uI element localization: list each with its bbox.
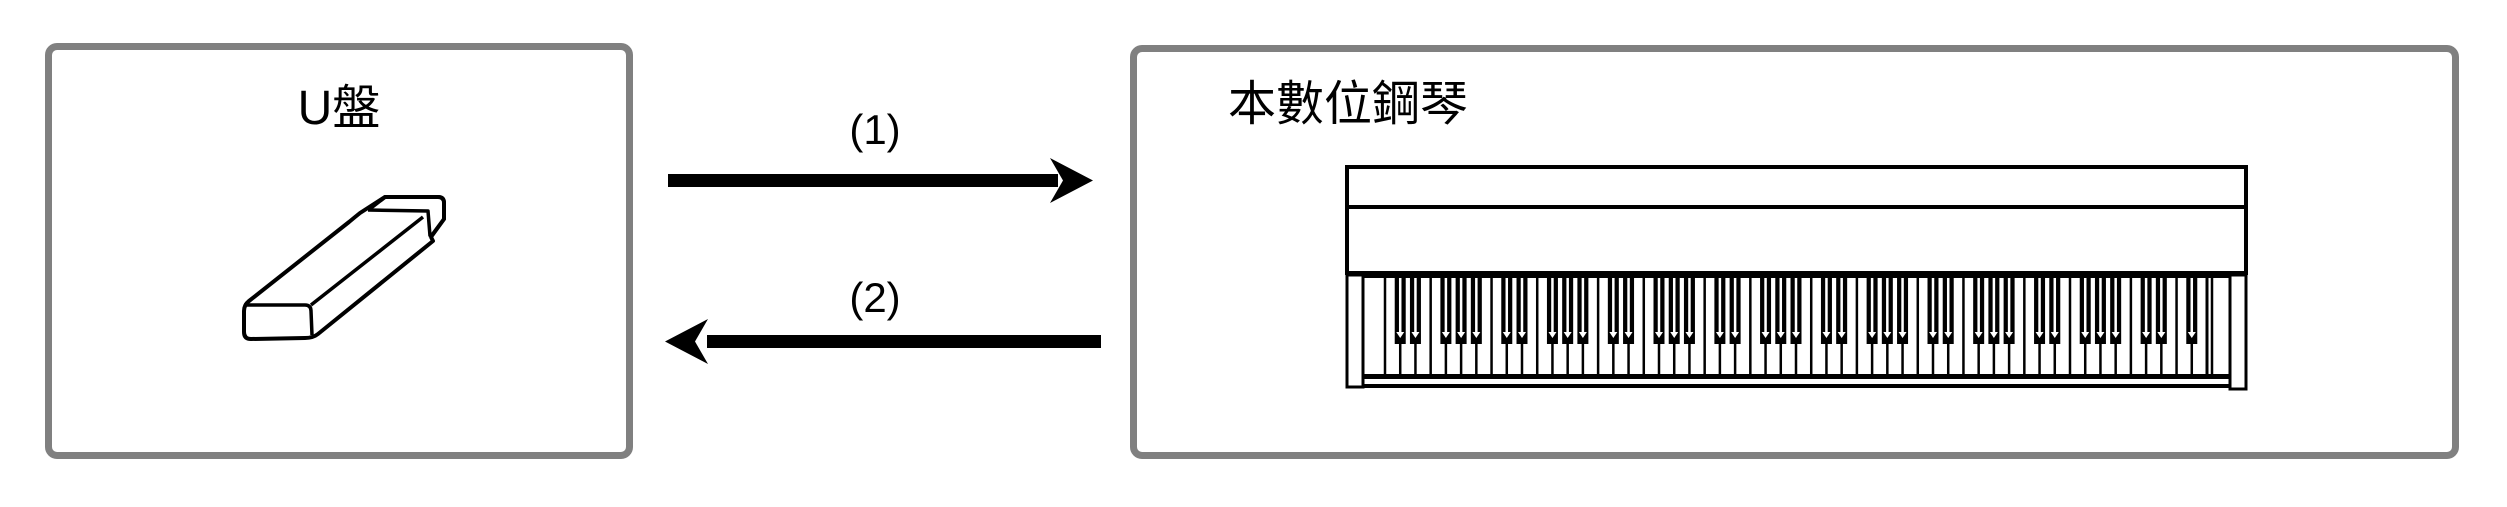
arrow-left-icon xyxy=(665,319,1101,364)
usb-flash-drive-icon xyxy=(242,195,446,341)
piano-box-title: 本數位鋼琴 xyxy=(1228,78,1469,131)
arrow1-label: (1) xyxy=(849,106,901,153)
digital-piano-icon xyxy=(1345,165,2248,391)
usb-box-title: U盤 xyxy=(297,82,381,135)
arrow2-label: (2) xyxy=(849,274,901,321)
arrow-right-icon xyxy=(668,158,1093,203)
